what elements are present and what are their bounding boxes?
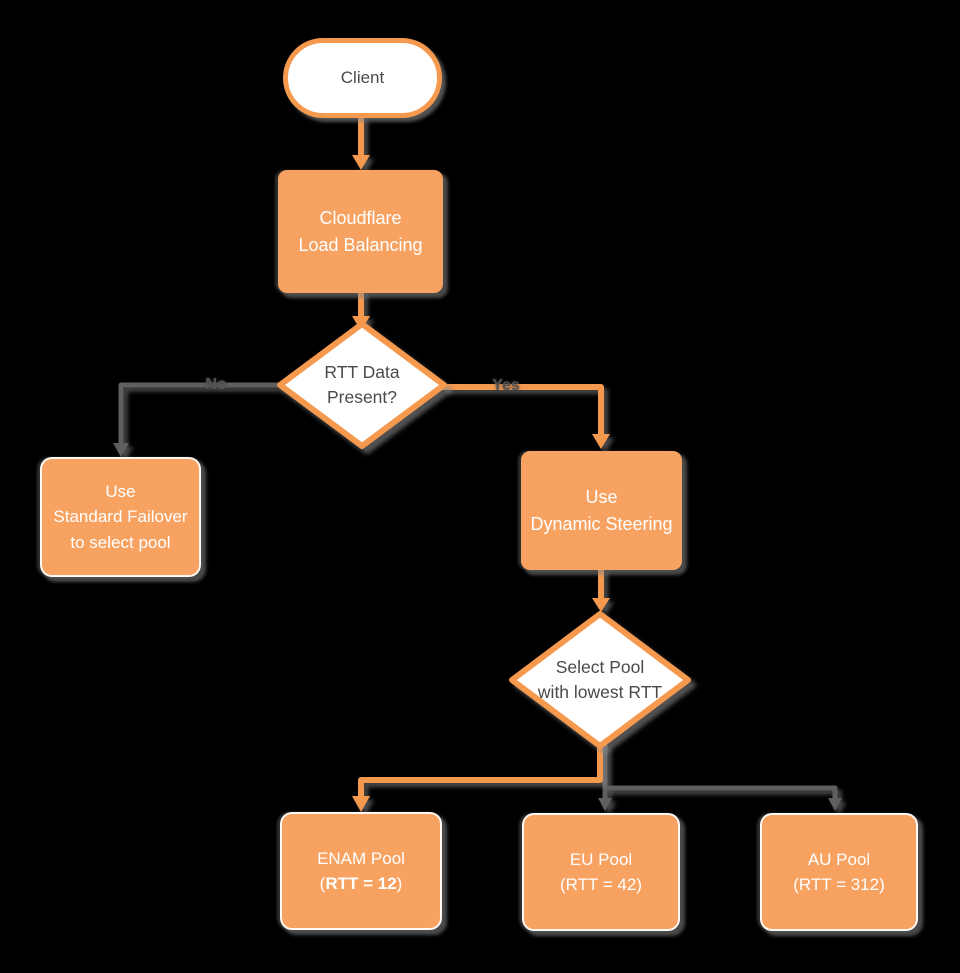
edge-yes-branch (442, 384, 610, 449)
node-standard-failover-line1: Use (105, 481, 136, 501)
node-load-balancing-line2: Load Balancing (298, 234, 423, 255)
node-eu-pool: EU Pool (RTT = 42) (522, 813, 680, 931)
enam-rtt-value: RTT = 12 (325, 874, 397, 893)
node-enam-pool-line2: (RTT = 12) (320, 871, 403, 897)
decision-select-pool-label: Select Pool with lowest RTT (505, 648, 695, 712)
decision-rtt-line2: Present? (326, 387, 398, 407)
edge-steering-to-select (592, 568, 610, 612)
decision-select-pool (509, 611, 691, 749)
node-eu-pool-line2: (RTT = 42) (559, 875, 643, 894)
node-enam-pool-line1: ENAM Pool (317, 848, 405, 868)
edge-no-branch (113, 382, 284, 457)
decision-select-pool-line1: Select Pool (555, 656, 645, 677)
node-load-balancing: Cloudflare Load Balancing (278, 170, 443, 293)
node-standard-failover-line2: Standard Failover (53, 507, 188, 527)
decision-rtt-label: RTT Data Present? (282, 353, 442, 417)
node-au-pool-line1: AU Pool (807, 849, 871, 869)
edge-client-to-loadbalancing (352, 116, 370, 170)
edge-label-no: No (205, 376, 227, 393)
edge-select-to-enam (352, 744, 603, 812)
node-eu-pool-line1: EU Pool (569, 849, 633, 869)
node-dynamic-steering-line1: Use (585, 486, 618, 507)
node-client-label: Client (340, 68, 385, 87)
enam-open-paren: ( (319, 874, 326, 893)
edge-label-yes: Yes (492, 377, 520, 394)
node-enam-pool: ENAM Pool (RTT = 12) (280, 812, 442, 930)
node-dynamic-steering: Use Dynamic Steering (521, 451, 682, 570)
node-client: Client (283, 38, 442, 118)
node-au-pool: AU Pool (RTT = 312) (760, 813, 918, 931)
node-standard-failover: Use Standard Failover to select pool (40, 457, 201, 577)
node-au-pool-line2: (RTT = 312) (793, 875, 885, 894)
node-load-balancing-line1: Cloudflare (319, 207, 402, 228)
node-dynamic-steering-line2: Dynamic Steering (530, 513, 673, 534)
enam-close-paren: ) (396, 874, 403, 893)
decision-rtt-line1: RTT Data (324, 361, 400, 382)
decision-select-pool-line2: with lowest RTT (537, 682, 663, 702)
node-standard-failover-line3: to select pool (70, 532, 171, 552)
edge-select-to-au (605, 785, 842, 811)
decision-rtt-data-present (277, 321, 447, 449)
